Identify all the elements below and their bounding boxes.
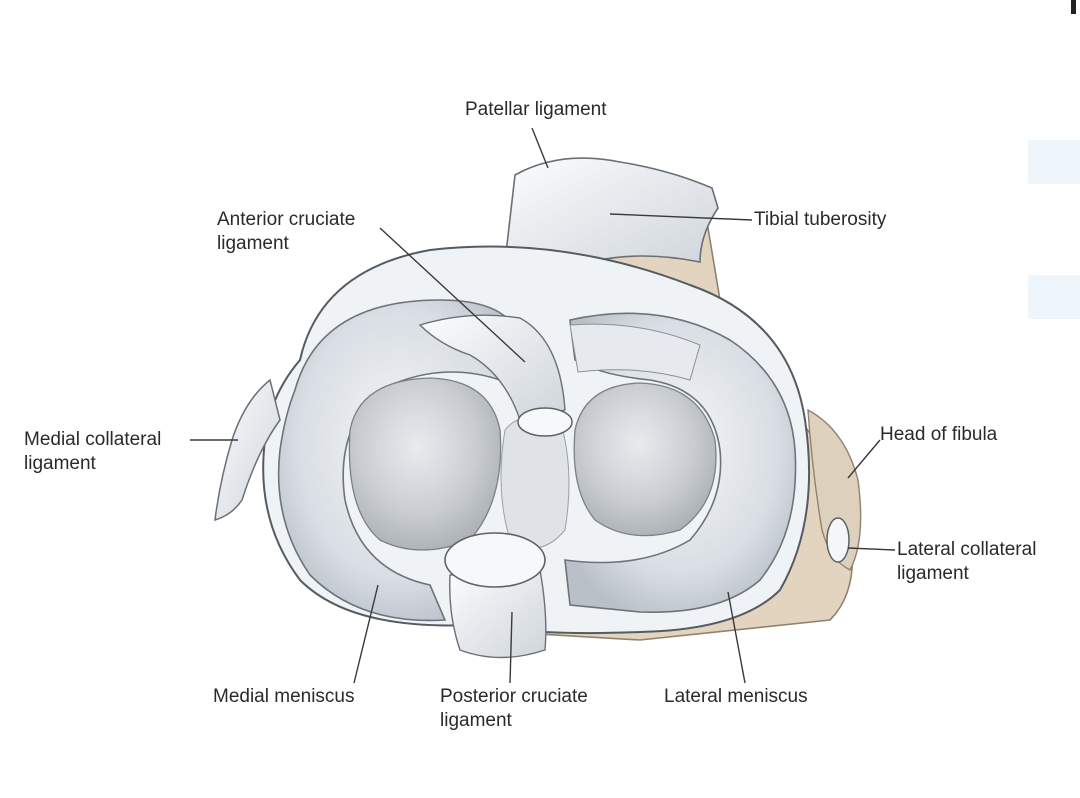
lateral-collateral-ligament [826,517,850,563]
pcl-cut-end [444,532,546,588]
medial-collateral-ligament [214,378,281,522]
intercondylar-area [500,416,570,549]
leader-lcl [847,547,896,551]
label-anterior-cruciate-ligament: Anterior cruciate ligament [217,209,356,254]
label-lateral-collateral-ligament: Lateral collateral ligament [897,539,1037,584]
edge-panel-bottom [1028,275,1080,319]
acl-cut-end [517,407,573,437]
leader-patellar [531,127,549,169]
label-patellar-ligament: Patellar ligament [465,99,607,120]
label-posterior-cruciate-ligament: Posterior cruciate ligament [440,686,588,731]
medial-meniscus [277,299,521,622]
leader-tibial [609,213,753,221]
label-head-of-fibula: Head of fibula [880,424,998,445]
medial-condyle-surface [348,377,502,551]
label-medial-collateral-ligament: Medial collateral ligament [24,429,162,474]
lateral-fibers [569,323,701,381]
lateral-condyle-surface [573,382,717,537]
label-tibial-tuberosity: Tibial tuberosity [754,209,887,230]
leader-lateral-meniscus [727,591,746,684]
edge-panel-top [1028,140,1080,184]
anterior-cruciate-ligament [418,314,566,421]
label-lateral-meniscus: Lateral meniscus [664,686,808,707]
lateral-meniscus [564,312,797,614]
leader-fibula [847,439,881,479]
leader-acl [379,227,526,363]
posterior-cruciate-ligament [449,569,547,659]
leader-medial-meniscus [353,584,379,684]
label-medial-meniscus: Medial meniscus [213,686,355,707]
leader-pcl [509,611,513,684]
edge-mark [1071,0,1076,14]
